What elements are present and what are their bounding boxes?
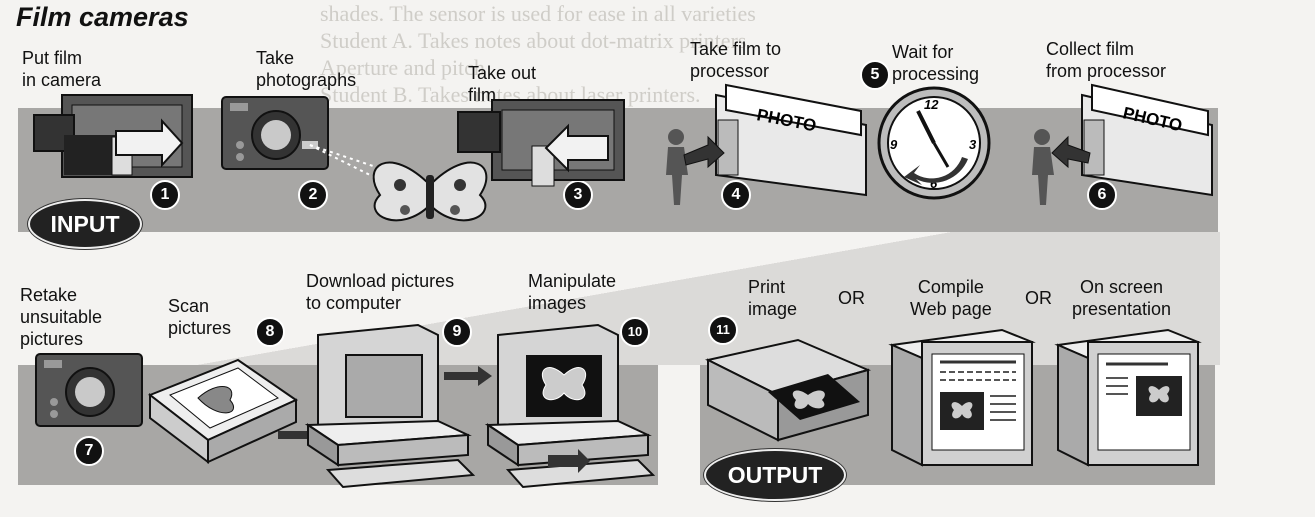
- camera-removing-film-illustration: [457, 99, 625, 187]
- scanner-illustration: [148, 358, 299, 465]
- step-7-label: Retake unsuitable pictures: [20, 285, 103, 349]
- output-badge: OUTPUT: [704, 449, 846, 501]
- printer-illustration: [705, 338, 872, 442]
- output-web-label: Compile Web page: [910, 277, 992, 319]
- step-9-label: Download pictures to computer: [306, 271, 455, 313]
- step-8-number: 8: [255, 317, 285, 347]
- screen-presentation-illustration: [1054, 328, 1202, 467]
- camera-icon: [35, 353, 143, 427]
- step-6-label: Collect film from processor: [1046, 39, 1167, 81]
- or-label: OR: [1025, 288, 1052, 308]
- step-9-number: 9: [442, 317, 472, 347]
- input-badge: INPUT: [28, 199, 142, 249]
- step-6-number: 6: [1087, 180, 1117, 210]
- output-presentation-label: On screen presentation: [1072, 277, 1172, 319]
- background-line: shades. The sensor is used for ease in a…: [320, 1, 756, 26]
- step-11-label: Print image: [748, 277, 798, 319]
- photo-processor-shop-illustration: PHOTO: [666, 83, 867, 205]
- clock-number: 3: [969, 137, 977, 152]
- computer-illustration: [304, 323, 476, 489]
- step-1-number: 1: [150, 180, 180, 210]
- step-8-label: Scan pictures: [168, 296, 232, 338]
- clock-number: 12: [924, 97, 939, 112]
- camera-loading-film-illustration: [33, 94, 193, 178]
- computer-editing-image-illustration: [484, 323, 656, 489]
- or-label: OR: [838, 288, 865, 308]
- clock-number: 6: [930, 176, 938, 191]
- step-10-label: Manipulate images: [528, 271, 617, 313]
- step-2-label: Take photographs: [256, 48, 357, 90]
- step-3-label: Take out film: [468, 63, 537, 105]
- web-page-illustration: [888, 328, 1036, 467]
- step-7-number: 7: [74, 436, 104, 466]
- step-3-number: 3: [563, 180, 593, 210]
- step-11-number: 11: [708, 315, 738, 345]
- arrow-icon: [444, 366, 492, 386]
- butterfly-subject-illustration: [309, 144, 488, 222]
- clock-icon: 12 3 6 9: [877, 86, 991, 200]
- clock-number: 9: [890, 137, 898, 152]
- step-4-number: 4: [721, 180, 751, 210]
- collect-from-processor-illustration: PHOTO: [1032, 83, 1213, 205]
- step-10-number: 10: [620, 317, 650, 347]
- page-title: Film cameras: [16, 2, 189, 32]
- camera-icon: [221, 96, 329, 170]
- step-4-label: Take film to processor: [690, 39, 782, 81]
- step-2-number: 2: [298, 180, 328, 210]
- step-1-label: Put film in camera: [22, 48, 102, 90]
- step-5-number: 5: [860, 60, 890, 90]
- step-5-label: Wait for processing: [892, 42, 980, 84]
